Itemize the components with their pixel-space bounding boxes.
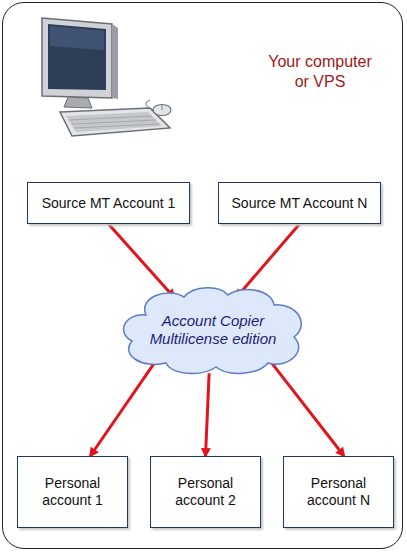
node-text: Personal account 2 bbox=[161, 475, 251, 509]
account-box: Personal account 1 bbox=[17, 456, 128, 528]
cloud-shape: Account Copier Multilicense edition bbox=[116, 285, 310, 375]
account-box: Personal account 2 bbox=[150, 456, 261, 528]
account-box: Source MT Account N bbox=[218, 182, 381, 224]
node-text: Source MT Account 1 bbox=[42, 195, 176, 212]
flow-arrow bbox=[109, 224, 175, 298]
flow-arrow bbox=[90, 362, 155, 456]
location-label: Your computer or VPS bbox=[268, 52, 372, 92]
flow-arrow bbox=[206, 373, 210, 456]
node-text: Personal account 1 bbox=[28, 475, 118, 509]
account-box: Personal account N bbox=[283, 456, 394, 528]
node-text: Account Copier Multilicense edition bbox=[138, 312, 288, 348]
flow-arrow bbox=[236, 224, 299, 298]
node-text: Personal account N bbox=[294, 475, 384, 509]
account-box: Source MT Account 1 bbox=[27, 182, 190, 224]
flow-arrow bbox=[271, 362, 344, 456]
node-text: Source MT Account N bbox=[232, 195, 368, 212]
